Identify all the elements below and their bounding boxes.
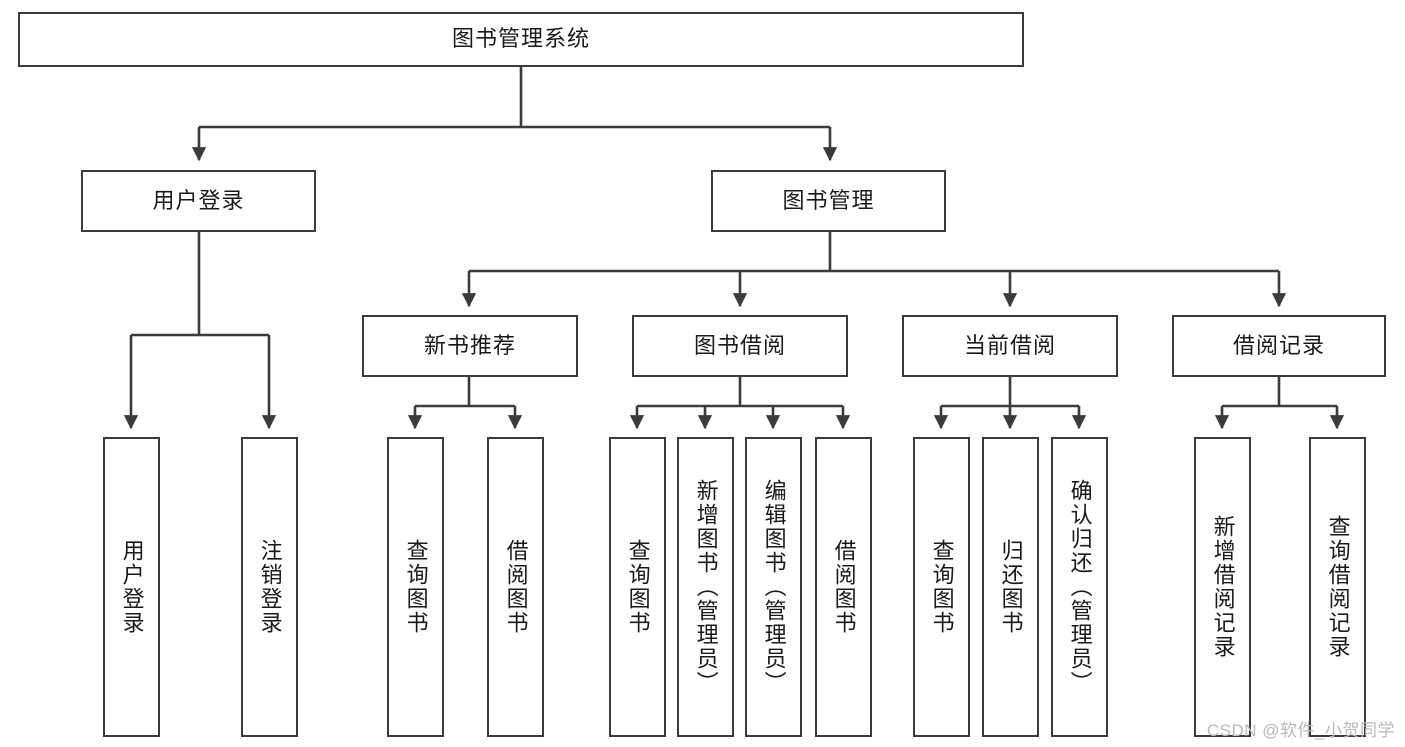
leaf-add-book-admin[interactable]: 新增图书（管理员） <box>677 437 734 737</box>
leaf-confirm-return-admin[interactable]: 确认归还（管理员） <box>1051 437 1108 737</box>
node-borrow-record[interactable]: 借阅记录 <box>1172 315 1386 377</box>
node-current-borrow[interactable]: 当前借阅 <box>902 315 1118 377</box>
node-new-book-recommend[interactable]: 新书推荐 <box>362 315 578 377</box>
node-label: 查询图书 <box>929 539 955 635</box>
leaf-borrow-book[interactable]: 借阅图书 <box>815 437 872 737</box>
node-label: 借阅图书 <box>831 539 857 635</box>
node-label: 确认归还（管理员） <box>1067 479 1093 695</box>
leaf-edit-book-admin[interactable]: 编辑图书（管理员） <box>745 437 802 737</box>
leaf-query-book-current[interactable]: 查询图书 <box>913 437 970 737</box>
node-book-manage[interactable]: 图书管理 <box>711 170 946 232</box>
node-label: 归还图书 <box>998 539 1024 635</box>
node-label: 编辑图书（管理员） <box>761 479 787 695</box>
node-root-system[interactable]: 图书管理系统 <box>18 12 1024 67</box>
leaf-user-login[interactable]: 用户登录 <box>103 437 160 737</box>
node-label: 图书管理 <box>782 187 875 213</box>
leaf-borrow-book-recommend[interactable]: 借阅图书 <box>487 437 544 737</box>
leaf-query-book-recommend[interactable]: 查询图书 <box>387 437 444 737</box>
node-label: 图书借阅 <box>693 332 786 358</box>
node-label: 查询图书 <box>403 539 429 635</box>
node-label: 查询图书 <box>625 539 651 635</box>
node-label: 借阅记录 <box>1232 332 1325 358</box>
node-label: 新增图书（管理员） <box>693 479 719 695</box>
node-user-login[interactable]: 用户登录 <box>81 170 316 232</box>
node-label: 注销登录 <box>257 539 283 635</box>
node-label: 当前借阅 <box>963 332 1056 358</box>
leaf-return-book[interactable]: 归还图书 <box>982 437 1039 737</box>
leaf-query-borrow-record[interactable]: 查询借阅记录 <box>1309 437 1366 737</box>
leaf-logout[interactable]: 注销登录 <box>241 437 298 737</box>
node-book-borrow[interactable]: 图书借阅 <box>632 315 848 377</box>
node-label: 用户登录 <box>119 539 145 635</box>
node-label: 借阅图书 <box>503 539 529 635</box>
node-label: 图书管理系统 <box>451 26 590 52</box>
node-label: 新书推荐 <box>423 332 516 358</box>
node-label: 用户登录 <box>152 187 245 213</box>
leaf-add-borrow-record[interactable]: 新增借阅记录 <box>1194 437 1251 737</box>
node-label: 新增借阅记录 <box>1210 515 1236 659</box>
node-label: 查询借阅记录 <box>1325 515 1351 659</box>
leaf-query-book-borrow[interactable]: 查询图书 <box>609 437 666 737</box>
